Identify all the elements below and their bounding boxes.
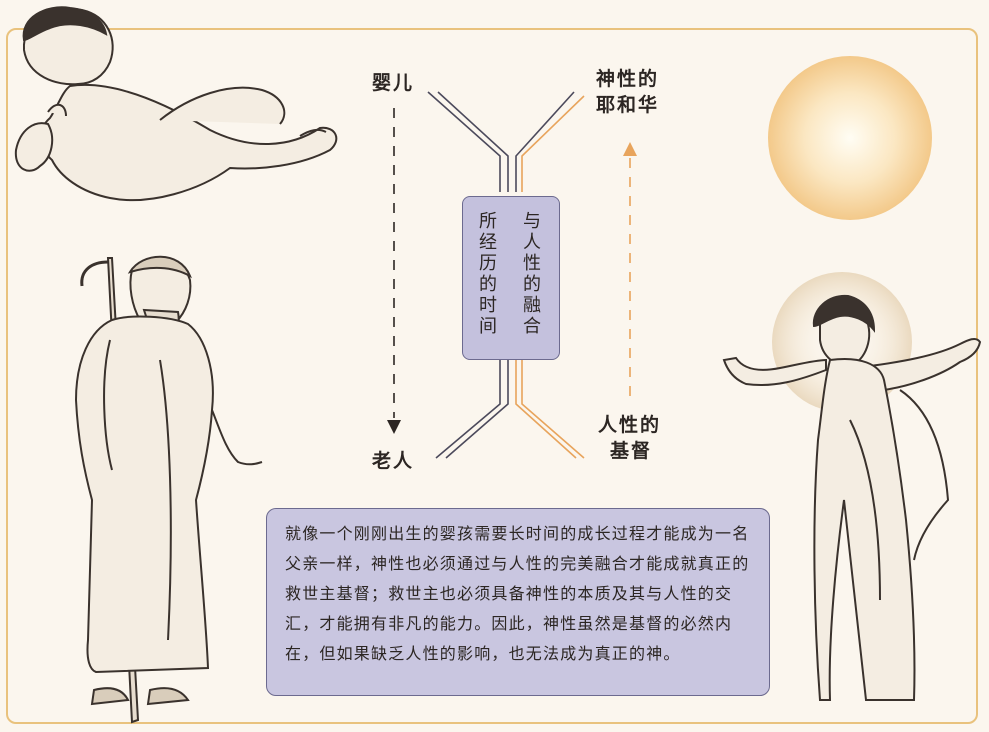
connection-lines-orange	[515, 95, 585, 459]
explanation-box: 就像一个刚刚出生的婴孩需要长时间的成长过程才能成为一名父亲一样，神性也必须通过与…	[266, 508, 770, 696]
label-human-line2: 基督	[610, 440, 653, 462]
center-box-left-text: 所经历的时间	[476, 211, 497, 337]
label-human-bottom: 人性的 基督	[598, 412, 661, 464]
label-old-man: 老人	[372, 450, 415, 472]
up-arrow-head	[623, 142, 637, 156]
label-divine-line1: 神性的	[596, 68, 660, 90]
label-divine-line2: 耶和华	[596, 94, 660, 116]
baby-illustration	[14, 6, 338, 202]
connection-lines-gray	[427, 91, 575, 459]
label-divine-top: 神性的 耶和华	[596, 66, 659, 118]
sun-illustration	[768, 56, 932, 220]
explanation-text: 就像一个刚刚出生的婴孩需要长时间的成长过程才能成为一名父亲一样，神性也必须通过与…	[285, 524, 750, 663]
risen-figure-illustration	[722, 294, 982, 701]
label-human-line1: 人性的	[598, 414, 662, 436]
old-man-illustration	[74, 255, 263, 724]
center-box-right-text: 与人性的融合	[520, 211, 541, 337]
label-baby: 婴儿	[372, 72, 415, 94]
down-arrow-head	[387, 420, 401, 434]
center-box: 所经历的时间 与人性的融合	[462, 196, 560, 360]
